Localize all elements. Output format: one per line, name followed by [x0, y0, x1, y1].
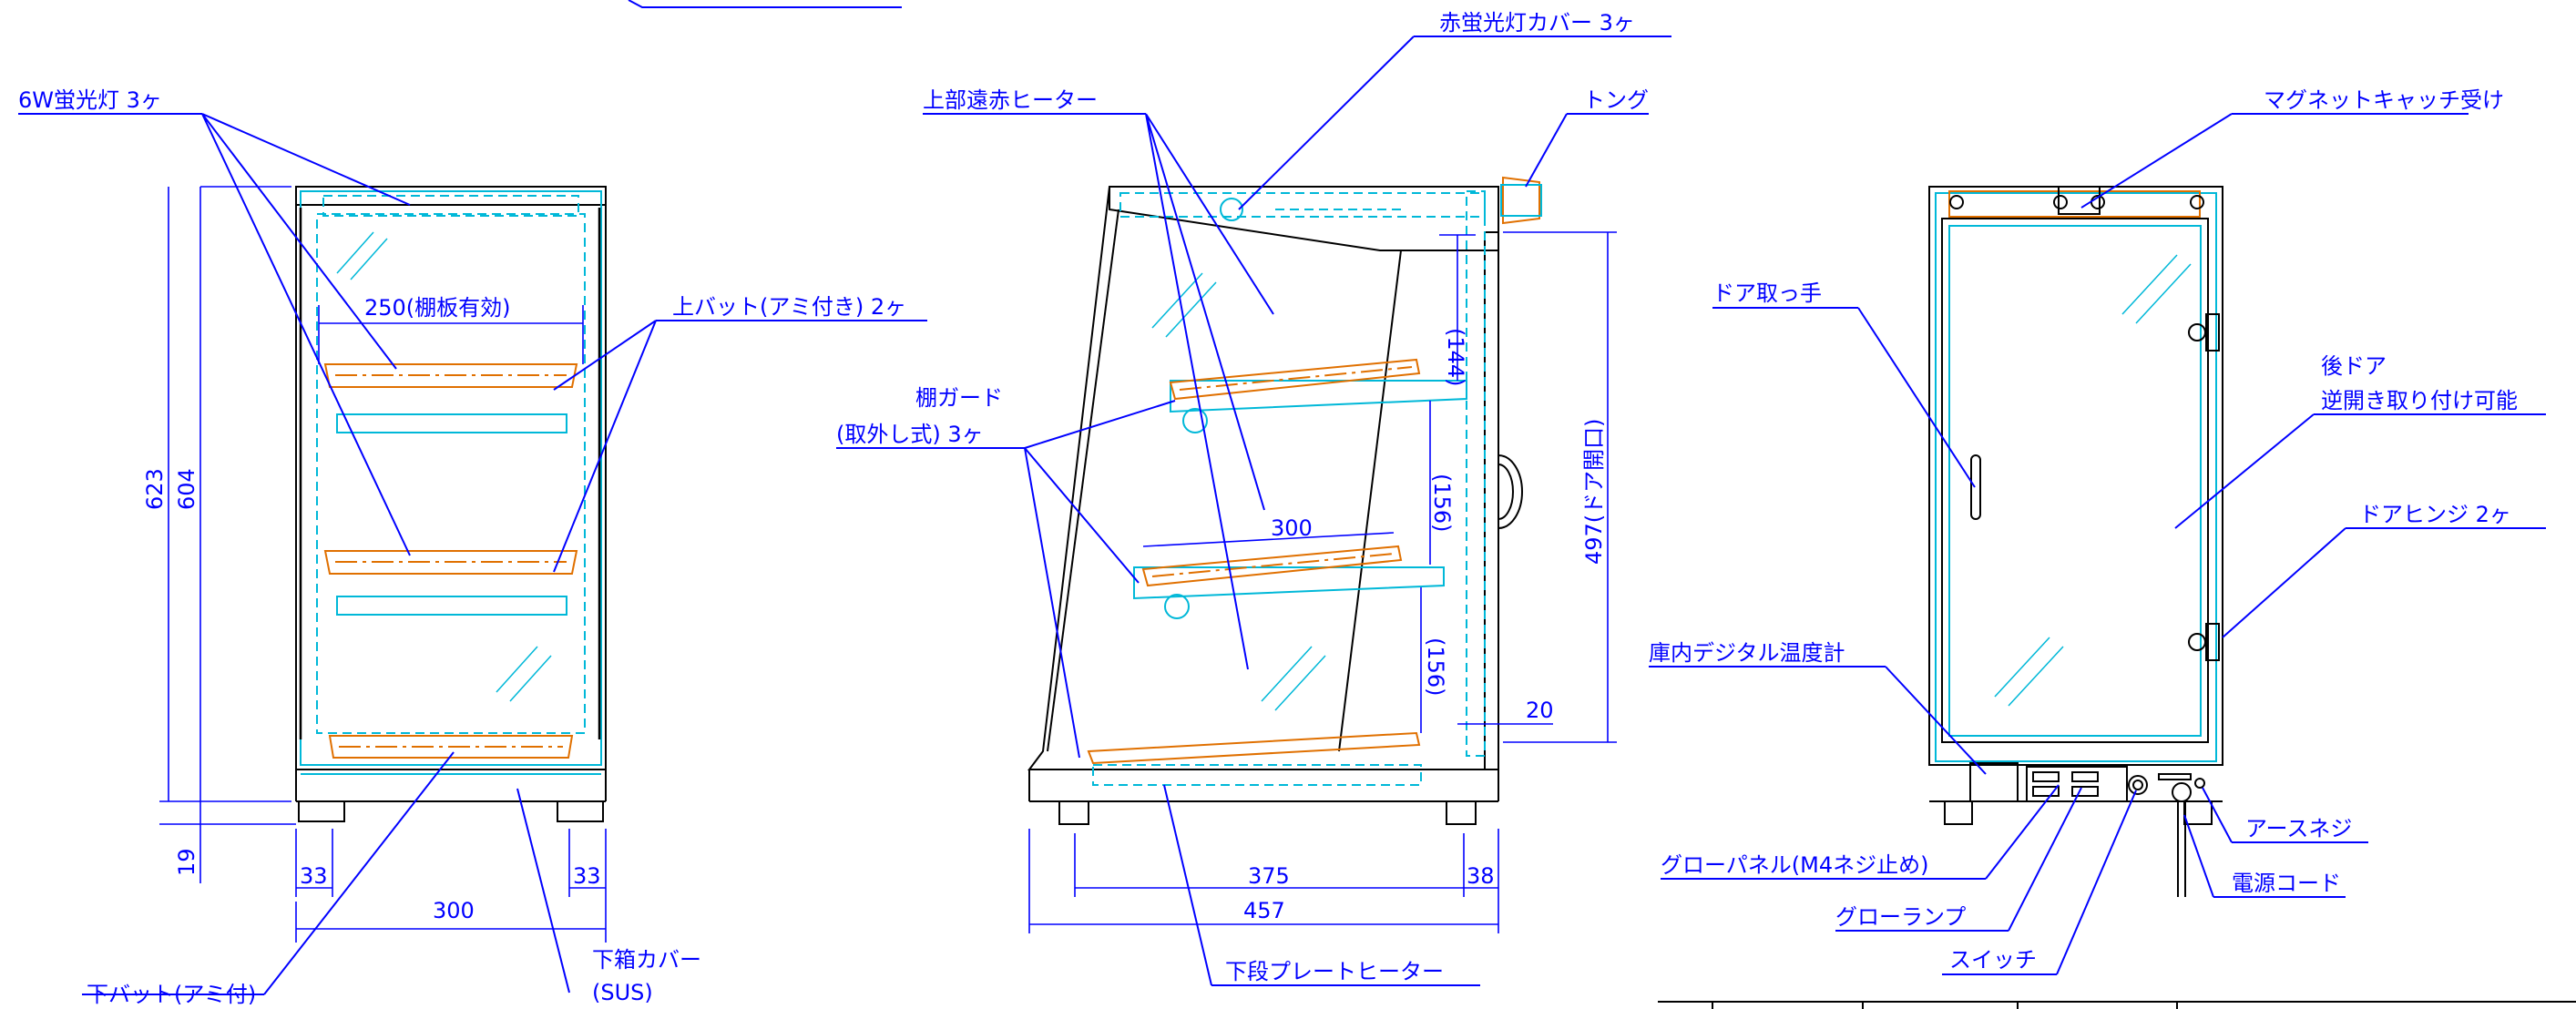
- front-tray-top: [323, 363, 578, 433]
- dim-33-left: 33: [300, 863, 328, 889]
- label-shelf-guard-detail: (取外し式) 3ヶ: [836, 422, 984, 447]
- dim-156-lower: (156): [1423, 637, 1448, 697]
- dim-144: (144): [1443, 328, 1468, 387]
- label-magnet-catch: マグネットキャッチ受け: [2264, 87, 2504, 113]
- label-lower-box-cover: 下箱カバー: [592, 947, 701, 973]
- partial-table: [1658, 1001, 2576, 1009]
- label-door-handle: ドア取っ手: [1712, 280, 1822, 306]
- label-shelf-guard: 棚ガード: [915, 385, 1003, 411]
- label-switch: スイッチ: [1949, 947, 2037, 973]
- dim-604: 604: [174, 468, 199, 510]
- rear-view: [1928, 186, 2223, 897]
- front-tray-bottom: [328, 735, 574, 759]
- label-tongs: トング: [1583, 87, 1649, 113]
- label-glow-lamp: グローランプ: [1835, 904, 1966, 930]
- label-rear-door-detail: 逆開き取り付け可能: [2321, 388, 2518, 413]
- label-fluorescent-lamp: 6W蛍光灯 3ヶ: [18, 87, 162, 113]
- dim-156-upper: (156): [1429, 474, 1455, 533]
- label-upper-tray: 上バット(アミ付き) 2ヶ: [672, 294, 906, 320]
- dim-38: 38: [1467, 863, 1495, 889]
- side-view: (144) (156) (156) 497(ドア開口) 20 300 375 3…: [1027, 176, 1617, 933]
- label-thermometer: 庫内デジタル温度計: [1649, 640, 1845, 666]
- label-earth-screw: アースネジ: [2245, 816, 2352, 841]
- dim-300-side: 300: [1271, 515, 1313, 541]
- dim-250: 250(棚板有効): [364, 295, 511, 321]
- dim-457: 457: [1243, 898, 1285, 923]
- label-power-cord: 電源コード: [2232, 871, 2341, 896]
- label-rear-door: 後ドア: [2321, 353, 2387, 379]
- label-lower-tray: 下バット(アミ付): [87, 982, 256, 1007]
- label-lower-plate-heater: 下段プレートヒーター: [1225, 959, 1444, 984]
- dim-375: 375: [1248, 863, 1290, 889]
- label-upper-heater: 上部遠赤ヒーター: [923, 87, 1098, 113]
- dim-300-front: 300: [433, 898, 475, 923]
- label-red-lamp-cover: 赤蛍光灯カバー 3ヶ: [1439, 10, 1635, 36]
- label-door-hinge: ドアヒンジ 2ヶ: [2359, 502, 2511, 527]
- label-glow-panel: グローパネル(M4ネジ止め): [1661, 852, 1928, 878]
- dim-19: 19: [174, 848, 199, 876]
- front-tray-mid: [323, 550, 578, 616]
- dim-33-right: 33: [573, 863, 601, 889]
- dim-20: 20: [1526, 698, 1554, 723]
- dim-497: 497(ドア開口): [1581, 418, 1607, 565]
- label-lower-box-cover-material: (SUS): [592, 980, 653, 1005]
- front-view: 623 604 19 250(棚板有効) 33 33 300: [142, 186, 607, 943]
- dim-623: 623: [142, 468, 168, 510]
